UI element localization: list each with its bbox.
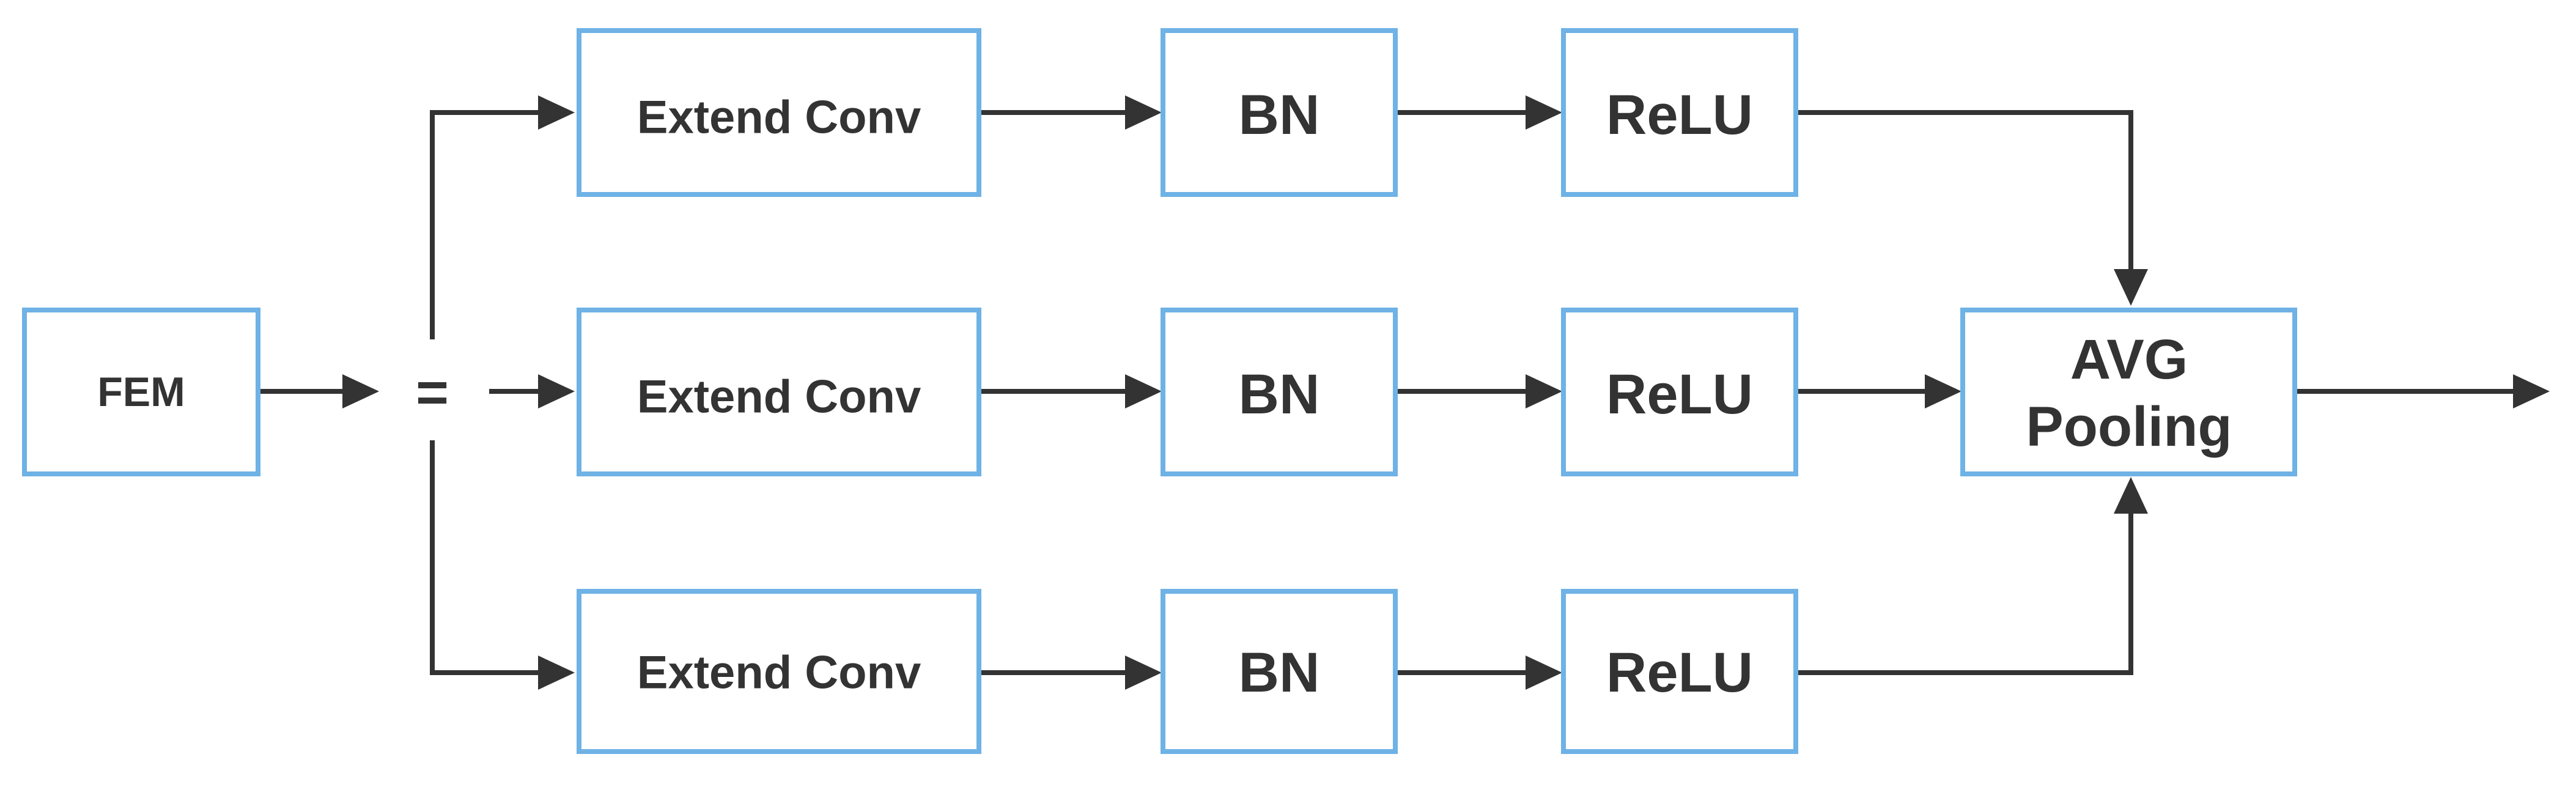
edge-fem-to-split (260, 374, 379, 408)
edge-conv-to-bn-bot (980, 656, 1162, 690)
node-avg-pooling: AVG Pooling (1960, 308, 2297, 476)
node-bn-top-label: BN (1239, 84, 1320, 146)
node-extend-conv-top: Extend Conv (577, 28, 981, 197)
edge-relu-mid-to-avg (1798, 374, 1962, 408)
edge-relu-top-to-avg (1798, 110, 2148, 306)
edge-split-to-conv-bot (430, 440, 575, 690)
node-relu-mid-label: ReLU (1606, 363, 1753, 426)
edge-split-to-conv-mid (489, 374, 575, 408)
node-extend-conv-bot: Extend Conv (577, 589, 981, 754)
node-avg-pooling-line1: AVG (2070, 328, 2188, 391)
node-relu-mid: ReLU (1561, 308, 1798, 476)
edge-conv-to-bn-top (980, 95, 1162, 130)
node-relu-bot-label: ReLU (1606, 641, 1753, 704)
edge-bn-to-relu-bot (1396, 656, 1562, 690)
node-bn-top: BN (1161, 28, 1398, 197)
split-equals-marker: = (416, 361, 449, 424)
edge-bn-to-relu-mid (1396, 374, 1562, 408)
node-avg-pooling-line2: Pooling (2026, 396, 2232, 458)
node-extend-conv-bot-label: Extend Conv (637, 647, 921, 699)
node-bn-mid: BN (1161, 308, 1398, 476)
edge-avg-to-output (2297, 374, 2550, 408)
node-extend-conv-mid-label: Extend Conv (637, 371, 921, 423)
node-bn-mid-label: BN (1239, 363, 1320, 426)
node-extend-conv-mid: Extend Conv (577, 308, 981, 476)
edge-relu-bot-to-avg (1798, 477, 2148, 675)
edge-split-to-conv-top (430, 95, 575, 339)
node-extend-conv-top-label: Extend Conv (637, 92, 921, 144)
edge-bn-to-relu-top (1396, 95, 1562, 130)
node-relu-bot: ReLU (1561, 589, 1798, 754)
node-relu-top: ReLU (1561, 28, 1798, 197)
node-fem: FEM (22, 308, 260, 476)
node-relu-top-label: ReLU (1606, 84, 1753, 146)
node-bn-bot: BN (1161, 589, 1398, 754)
node-bn-bot-label: BN (1239, 641, 1320, 704)
edge-conv-to-bn-mid (980, 374, 1162, 408)
node-fem-label: FEM (97, 369, 185, 415)
